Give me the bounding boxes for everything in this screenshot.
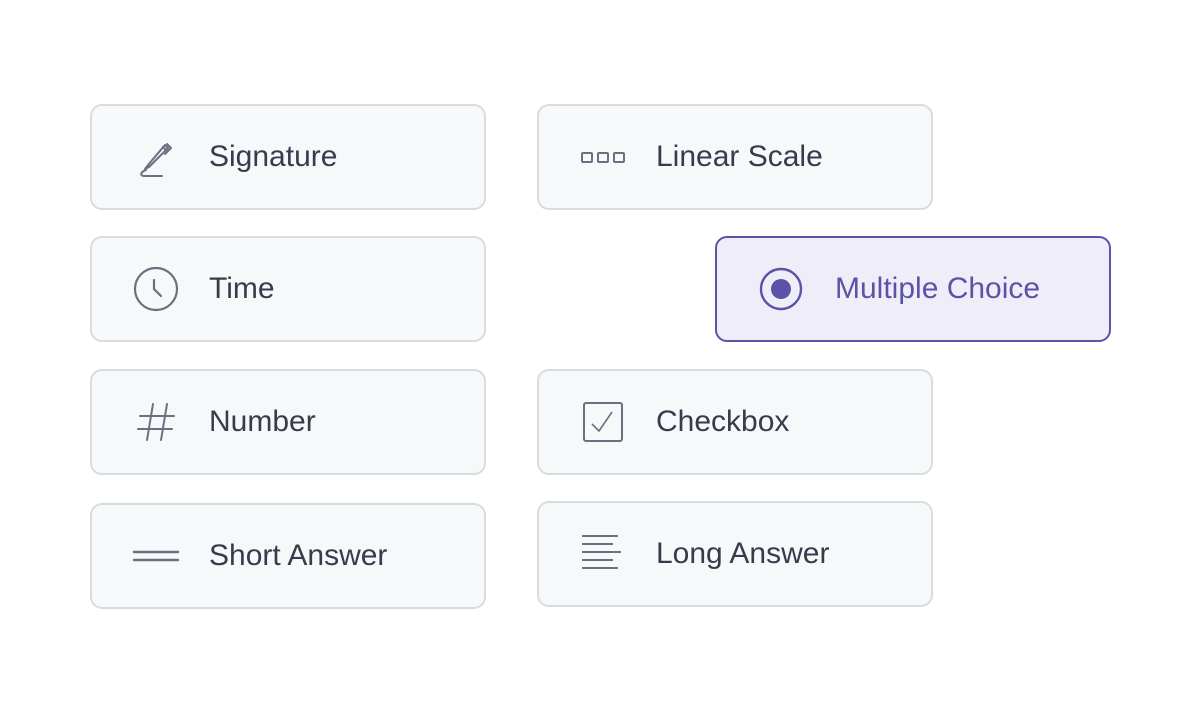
field-type-label: Linear Scale [656, 140, 823, 173]
field-type-linear-scale[interactable]: Linear Scale [537, 104, 933, 210]
radio-icon [757, 265, 805, 313]
clock-icon [132, 265, 180, 313]
field-type-checkbox[interactable]: Checkbox [537, 369, 933, 475]
field-type-label: Time [209, 272, 275, 305]
checkbox-icon [579, 398, 627, 446]
field-type-long-answer[interactable]: Long Answer [537, 501, 933, 607]
signature-icon [132, 133, 180, 181]
field-type-label: Signature [209, 140, 338, 173]
hash-icon [132, 398, 180, 446]
field-type-multiple-choice[interactable]: Multiple Choice [715, 236, 1111, 342]
field-type-time[interactable]: Time [90, 236, 486, 342]
field-type-signature[interactable]: Signature [90, 104, 486, 210]
field-type-label: Number [209, 405, 316, 438]
linear-scale-icon [579, 133, 627, 181]
field-type-number[interactable]: Number [90, 369, 486, 475]
short-text-icon [132, 532, 180, 580]
field-type-label: Checkbox [656, 405, 790, 438]
field-type-label: Multiple Choice [835, 272, 1041, 305]
field-type-short-answer[interactable]: Short Answer [90, 503, 486, 609]
field-type-label: Short Answer [209, 539, 388, 572]
field-type-label: Long Answer [656, 537, 830, 570]
paragraph-icon [579, 530, 627, 578]
